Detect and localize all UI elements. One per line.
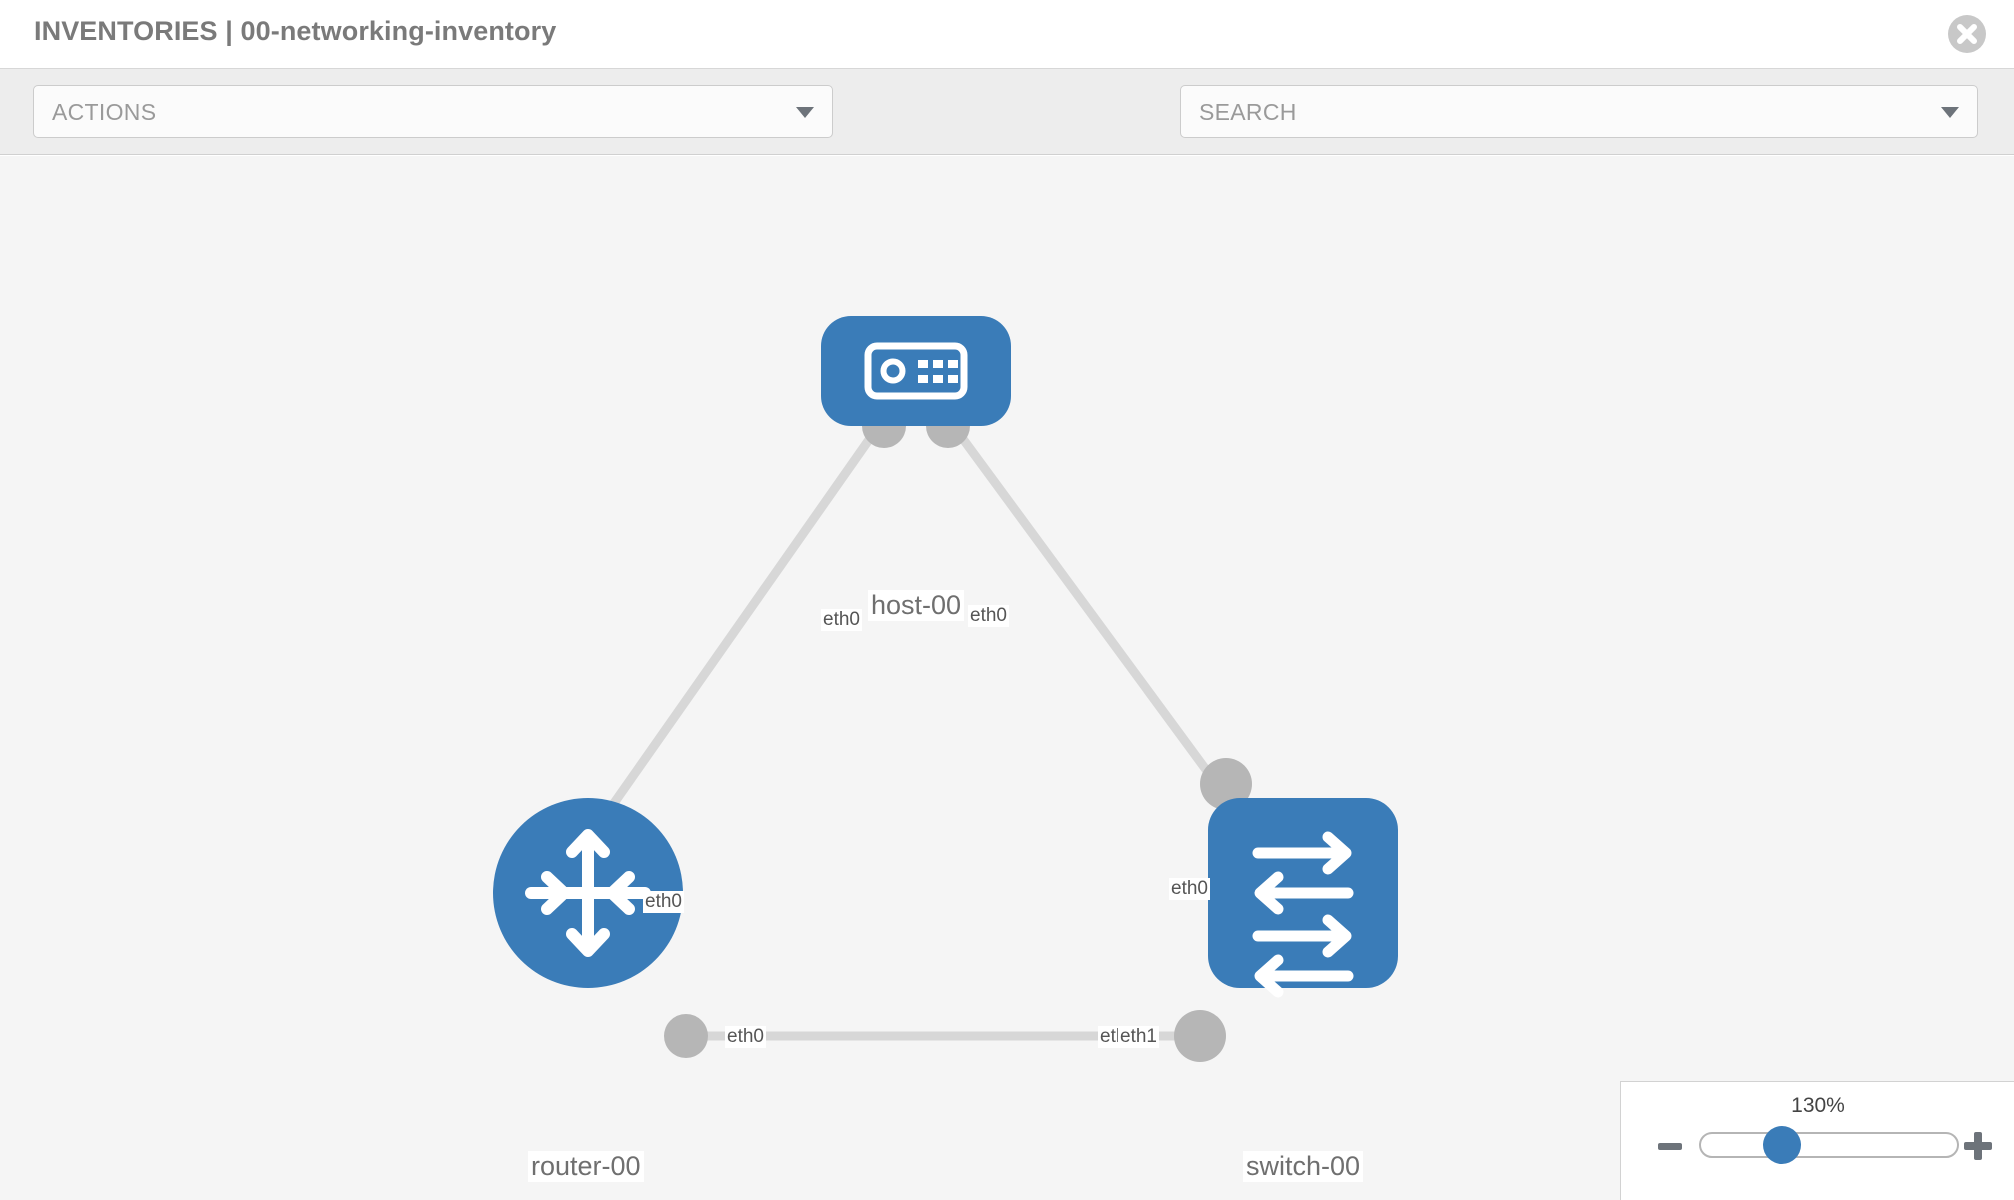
node-label-host-00: host-00 (868, 590, 965, 622)
interface-label: eth0 (1169, 878, 1210, 900)
server-icon (864, 342, 968, 400)
zoom-out-button[interactable] (1656, 1133, 1684, 1161)
topology-graph (493, 316, 1398, 1062)
actions-dropdown[interactable]: ACTIONS (33, 85, 833, 138)
node-label-router-00: router-00 (528, 1151, 644, 1183)
zoom-in-button[interactable] (1962, 1130, 1994, 1162)
interface-label: eth1 (1118, 1026, 1159, 1048)
link-host00-switch00[interactable] (948, 421, 1244, 819)
interface-label: eth0 (821, 609, 862, 631)
connector-switch00-topleft (1200, 758, 1252, 810)
toolbar: ACTIONS SEARCH (0, 69, 2014, 199)
link-host00-router00[interactable] (608, 421, 884, 809)
page-header: INVENTORIES | 00-networking-inventory (0, 0, 2014, 69)
connector-router00-right (664, 1014, 708, 1058)
topology-connectors (664, 404, 1252, 1062)
zoom-slider-thumb[interactable] (1763, 1126, 1801, 1164)
interface-label: eth0 (643, 891, 684, 913)
close-button[interactable] (1948, 15, 1986, 53)
node-switch-00[interactable] (1208, 798, 1398, 998)
zoom-percent-label: 130% (1791, 1094, 1845, 1117)
actions-dropdown-label: ACTIONS (52, 99, 157, 125)
chevron-down-icon (1941, 107, 1959, 118)
chevron-down-icon (796, 107, 814, 118)
node-router-00[interactable] (493, 798, 683, 988)
topology-canvas[interactable]: host-00 router-00 switch-00 eth0 eth0 et… (0, 156, 2014, 1200)
zoom-slider-track[interactable] (1699, 1132, 1959, 1158)
plus-icon (1964, 1132, 1992, 1160)
search-input[interactable]: SEARCH (1180, 85, 1978, 138)
interface-label: eth0 (725, 1026, 766, 1048)
node-host-00[interactable] (821, 316, 1011, 426)
node-label-switch-00: switch-00 (1243, 1151, 1364, 1183)
zoom-control-panel: 130% (1620, 1081, 2014, 1200)
connector-switch00-left (1174, 1010, 1226, 1062)
topology-links (608, 421, 1244, 1041)
switch-arrows-icon (1252, 831, 1354, 998)
page-title: INVENTORIES | 00-networking-inventory (34, 16, 557, 46)
minus-icon (1658, 1143, 1682, 1150)
interface-label: eth0 (968, 605, 1009, 627)
close-icon (1957, 24, 1977, 44)
router-arrows-icon (525, 829, 651, 957)
search-placeholder: SEARCH (1199, 99, 1297, 125)
